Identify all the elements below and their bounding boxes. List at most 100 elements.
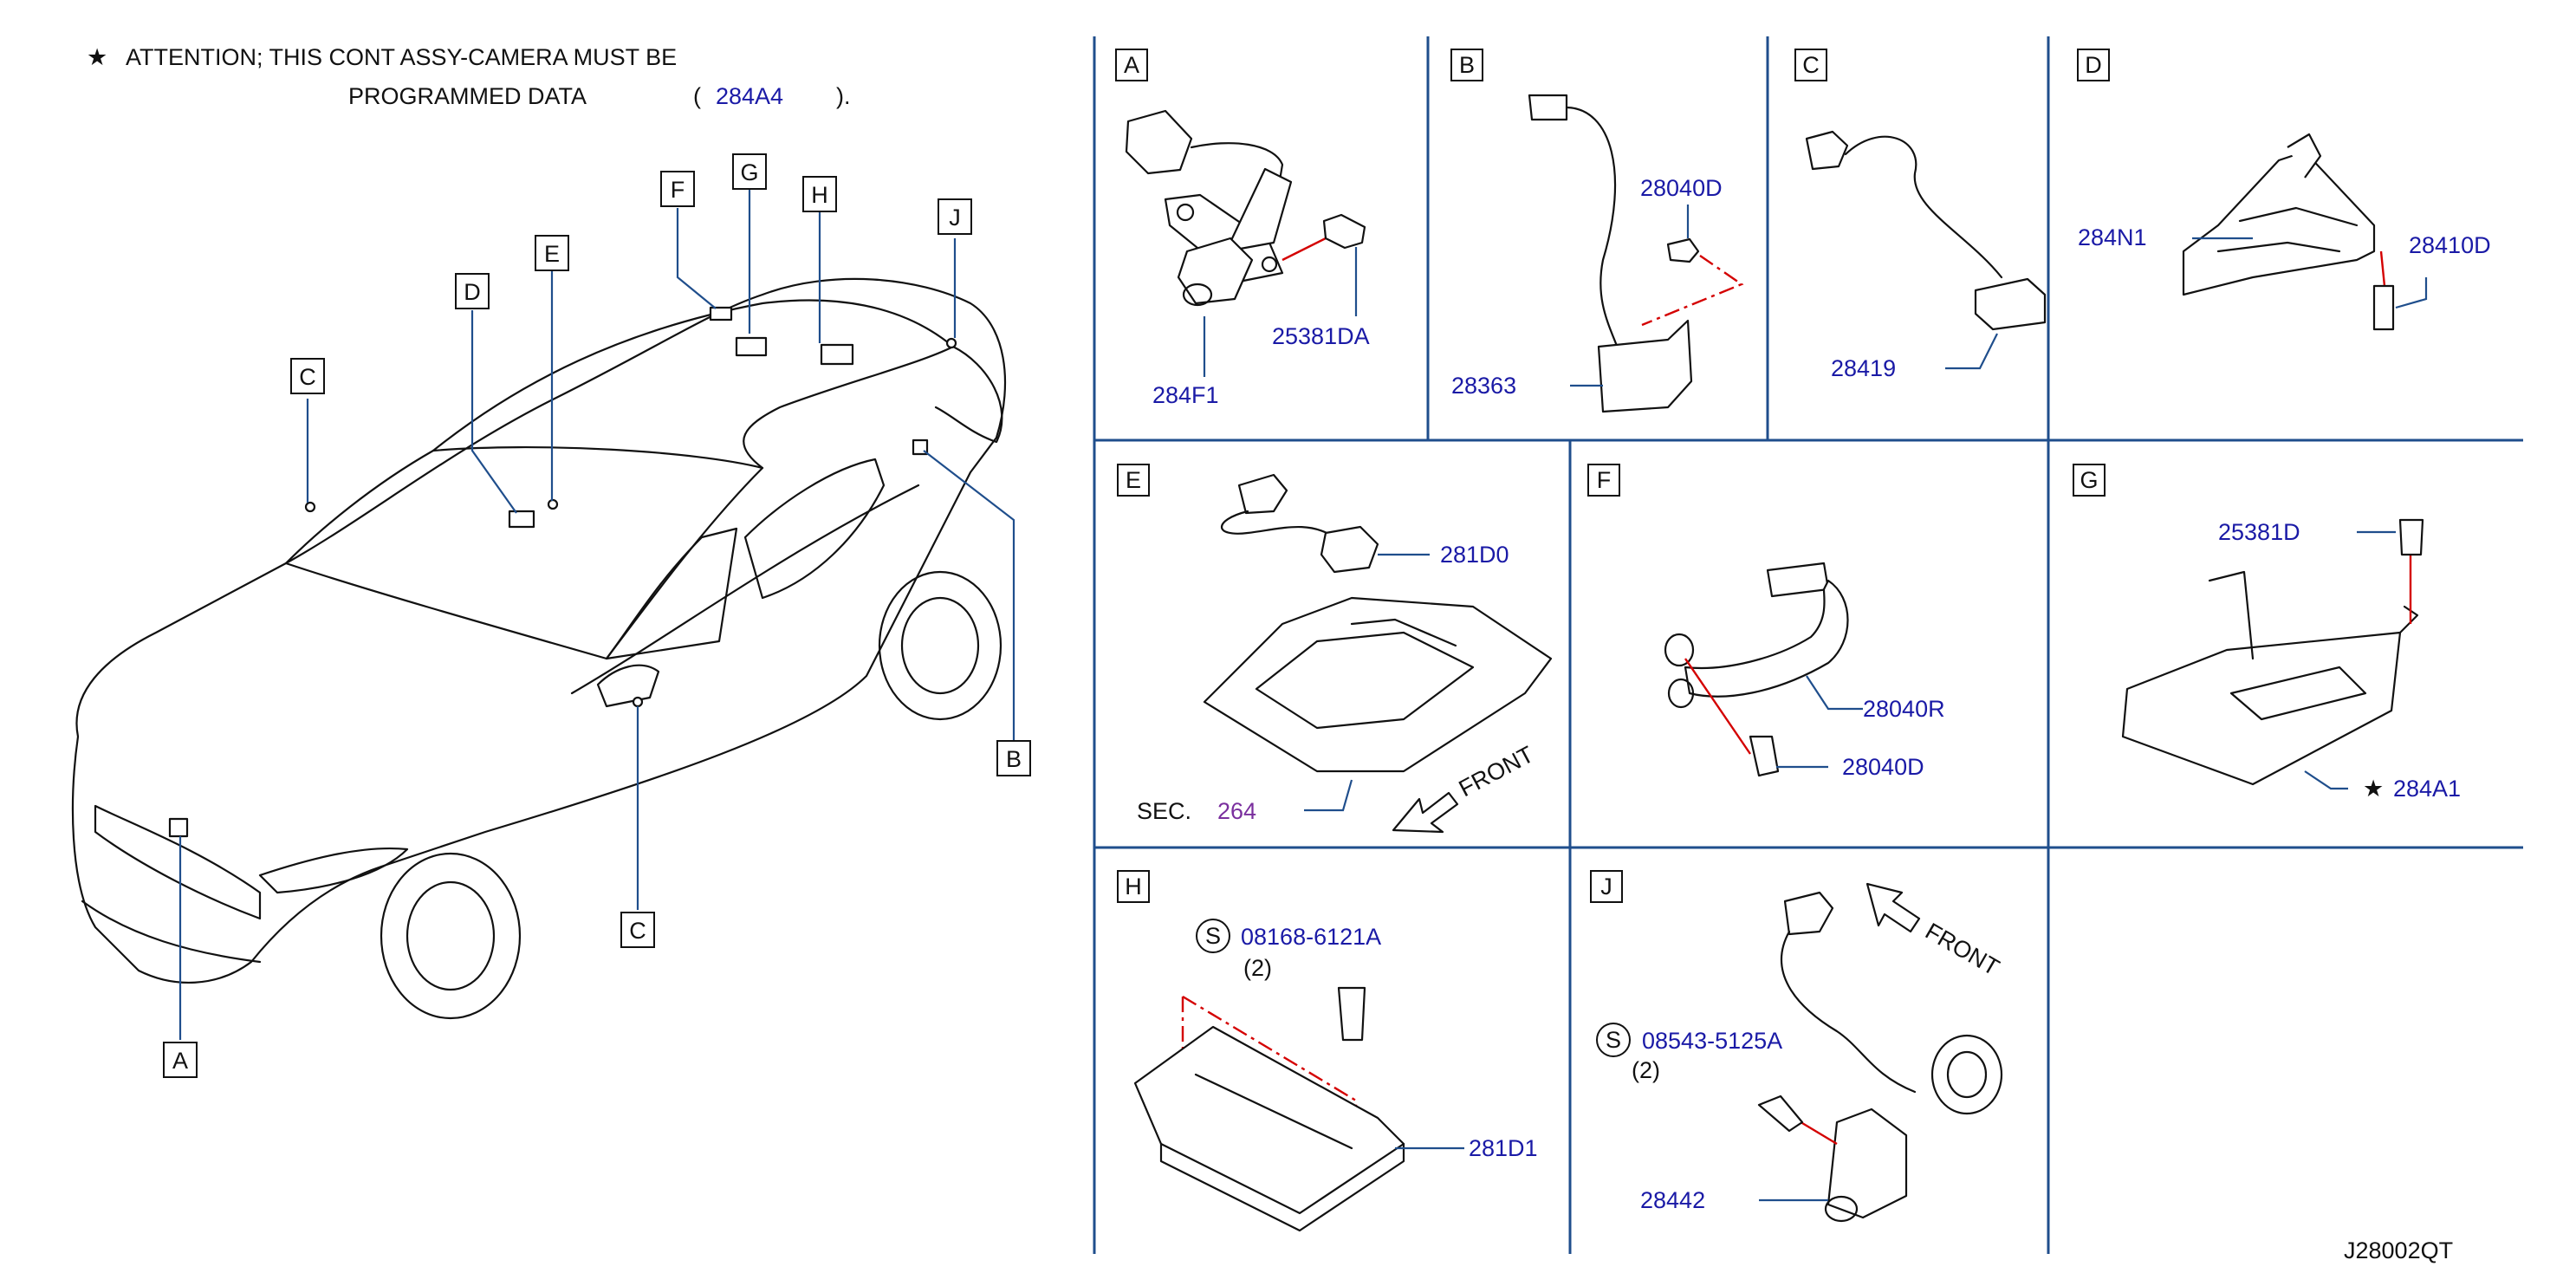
quantity-h: (2) (1243, 955, 1272, 981)
part-284a1[interactable]: 284A1 (2393, 776, 2461, 802)
attention-open-paren: ( (693, 83, 701, 109)
front-label-j: FRONT (1921, 918, 2004, 980)
car-headlight (258, 847, 409, 894)
part-28040d-b[interactable]: 28040D (1640, 175, 1723, 201)
star-marker-g: ★ (2363, 776, 2384, 802)
car-windshield (284, 445, 764, 660)
front-label-e: FRONT (1455, 741, 1538, 802)
panel-d: D 284N1 28410D (2077, 49, 2491, 331)
rear-camera-28442 (1827, 1107, 1908, 1219)
callout-f-label: F (671, 177, 685, 203)
part-08543-5125a[interactable]: 08543-5125A (1642, 1028, 1782, 1054)
panel-a-label: A (1115, 49, 1148, 81)
part-284f1[interactable]: 284F1 (1152, 382, 1219, 408)
callout-e[interactable]: E (535, 235, 569, 271)
callout-c-left-label: C (299, 364, 316, 390)
callout-f[interactable]: F (660, 171, 695, 207)
part-284n1[interactable]: 284N1 (2078, 224, 2147, 250)
callout-leader-b (923, 450, 1015, 741)
mount-point-g (735, 336, 768, 357)
svg-text:E: E (1126, 467, 1141, 493)
part-28040d-f[interactable]: 28040D (1842, 754, 1924, 780)
front-camera-281d0 (1320, 525, 1379, 574)
part-281d1[interactable]: 281D1 (1469, 1135, 1538, 1161)
grommet-j (1930, 1034, 2003, 1115)
mount-point-e (547, 498, 559, 510)
callout-h-label: H (811, 182, 828, 208)
camera-harness-connector (1125, 109, 1193, 175)
svg-text:S: S (1205, 923, 1221, 949)
callout-a[interactable]: A (163, 1042, 198, 1078)
overhead-console-e (1203, 596, 1553, 773)
car-trunk-lid (934, 345, 1003, 444)
side-camera-c (1974, 277, 2047, 331)
bracket-tab-d (2287, 133, 2322, 179)
cable-e (1221, 510, 1336, 539)
part-28040r[interactable]: 28040R (1863, 696, 1945, 722)
car-rear-wheel (878, 570, 1002, 721)
callout-d-label: D (464, 279, 481, 305)
car-roof (431, 299, 955, 470)
part-28410d[interactable]: 28410D (2409, 232, 2491, 258)
connector-f (1766, 562, 1830, 598)
fastener-path-b (1641, 255, 1744, 327)
callout-c-mirror[interactable]: C (620, 912, 655, 948)
callout-d[interactable]: D (455, 273, 490, 309)
callout-a-label: A (172, 1048, 188, 1074)
part-25381d[interactable]: 25381D (2218, 519, 2300, 545)
harness-clip-f (1684, 579, 1849, 698)
front-arrow-e-icon (1392, 791, 1459, 834)
panel-h: H S 08168-6121A (2) 281D1 (1117, 870, 1538, 1232)
part-28442[interactable]: 28442 (1640, 1187, 1705, 1213)
attention-star: ★ (87, 44, 107, 70)
car-overview: C D E F G H J B (71, 153, 1031, 1078)
part-28363[interactable]: 28363 (1451, 373, 1516, 399)
callout-g-label: G (740, 159, 758, 185)
mount-point-c-mirror (632, 696, 644, 708)
callout-j[interactable]: J (938, 198, 972, 235)
panel-j: J S 08543-5125A (2) 28442 FRONT (1590, 870, 2004, 1223)
screw-28040d-f-icon (1749, 735, 1780, 777)
bolt-indicator-a (1282, 237, 1327, 262)
sec-reference-264[interactable]: 264 (1217, 798, 1256, 824)
part-25381da[interactable]: 25381DA (1272, 323, 1370, 349)
callout-c-left[interactable]: C (290, 358, 325, 394)
svg-text:B: B (1459, 52, 1475, 78)
panel-g-label: G (2073, 464, 2106, 497)
cable-j (1780, 930, 1917, 1094)
callout-h[interactable]: H (802, 176, 837, 212)
panel-e: E 281D0 SEC. 264 FRONT (1117, 464, 1553, 834)
part-281d0[interactable]: 281D0 (1440, 542, 1509, 568)
panel-c: C 28419 (1794, 49, 2047, 381)
svg-text:S: S (1606, 1027, 1621, 1053)
screw-28410d-icon (2372, 284, 2395, 331)
panel-a: A 284F1 25381DA (1115, 49, 1370, 408)
mount-point-f (709, 306, 733, 322)
control-unit-281d1 (1133, 1025, 1405, 1215)
screw-08168-icon (1337, 986, 1366, 1042)
screw-25381da-icon (1322, 213, 1366, 250)
svg-text:D: D (2085, 52, 2102, 78)
camera-harness-cable (1190, 142, 1284, 192)
harness-connector-b (1528, 94, 1568, 121)
panel-j-label: J (1590, 870, 1623, 903)
attention-part-number[interactable]: 284A4 (716, 83, 783, 109)
svg-text:G: G (2080, 467, 2098, 493)
svg-text:C: C (1802, 52, 1820, 78)
callout-b[interactable]: B (996, 740, 1031, 776)
part-08168-6121a[interactable]: 08168-6121A (1241, 924, 1381, 950)
camera-body (1224, 167, 1293, 253)
callout-c-mirror-label: C (629, 918, 646, 944)
part-28419[interactable]: 28419 (1831, 355, 1896, 381)
callout-j-label: J (949, 205, 961, 231)
harness-cable-b (1565, 106, 1622, 357)
camera-lens-housing (1177, 237, 1254, 305)
screw-25381d-icon (2398, 518, 2424, 556)
svg-text:H: H (1125, 874, 1142, 900)
callout-g[interactable]: G (732, 153, 767, 190)
mount-point-d (508, 510, 535, 529)
panel-h-label: H (1117, 870, 1150, 903)
attention-line-1: ATTENTION; THIS CONT ASSY-CAMERA MUST BE (126, 44, 677, 70)
callout-leader-f (676, 208, 717, 309)
